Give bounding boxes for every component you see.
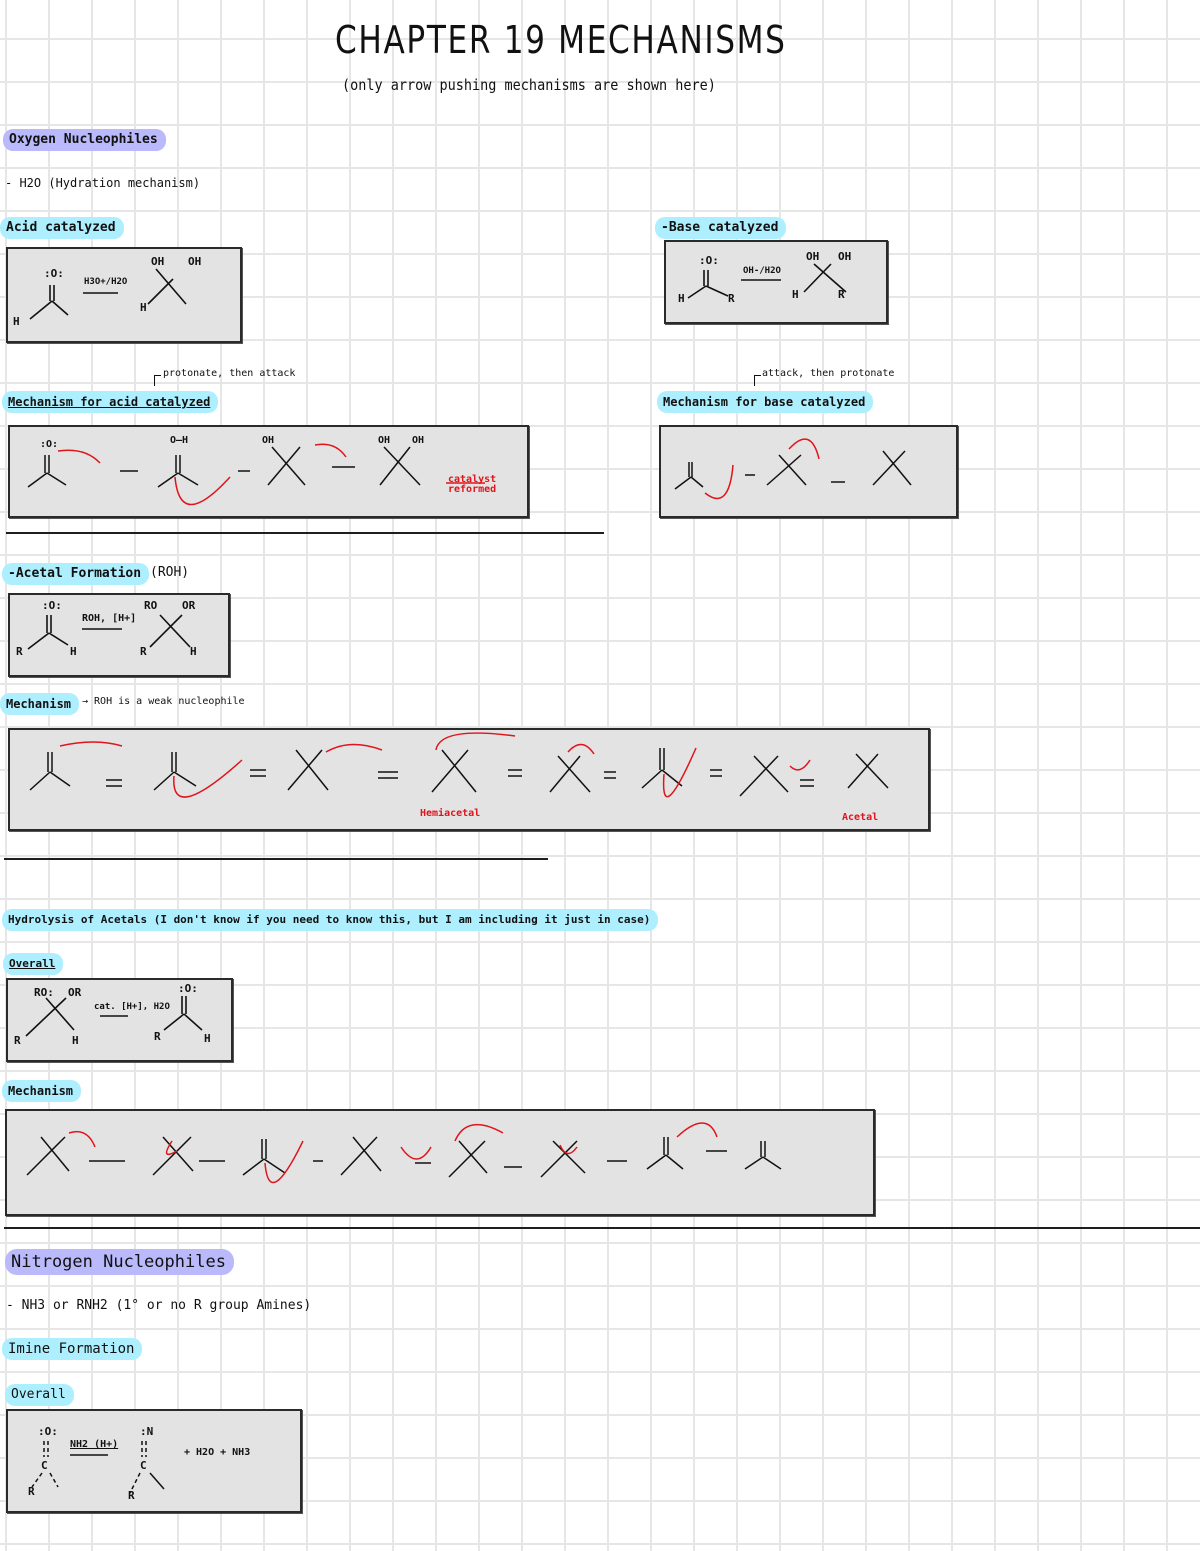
reactant-center: C: [41, 1459, 48, 1472]
amine-note: - NH3 or RNH2 (1° or no R group Amines): [6, 1298, 312, 1313]
hydrolysis-overall-box: RO: OR R H cat. [H+], H2O :O: R H: [6, 978, 233, 1062]
acid-mechanism-box: :O: O–H OH OH OH catalyst reformed: [8, 425, 529, 518]
acid-mechanism-label: Mechanism for acid catalyzed: [2, 391, 219, 413]
base-mechanism-label: Mechanism for base catalyzed: [657, 391, 874, 413]
reactant-left: H: [13, 315, 20, 328]
reactant-top: :O:: [42, 599, 62, 612]
product-top: :N: [140, 1425, 154, 1438]
imine-overall-diagram: [31, 1441, 165, 1494]
base-mechanism-diagram: [674, 438, 912, 500]
species-o: :O:: [40, 439, 59, 450]
species-oh4: OH: [412, 435, 425, 446]
acetal-mechanism-box: Hemiacetal Acetal: [8, 728, 930, 831]
product-tr: OR: [182, 599, 196, 612]
product-br: H: [190, 645, 197, 658]
reactant-tl: RO:: [34, 986, 54, 999]
imine-formation-label: Imine Formation: [2, 1338, 143, 1360]
acid-mechanism-callout: protonate, then attack: [163, 368, 296, 379]
base-catalyzed-diagram: [687, 263, 847, 299]
imine-byproducts: + H2O + NH3: [184, 1447, 251, 1458]
reactant-top: :O:: [699, 254, 719, 267]
section-heading-oxygen: Oxygen Nucleophiles: [3, 129, 166, 151]
base-catalyzed-box: :O: H R OH-/H2O OH OH H R: [664, 240, 888, 324]
reagent-label: NH2 (H+): [70, 1439, 119, 1450]
callout-connector: [754, 375, 761, 386]
reagent-label: cat. [H+], H2O: [94, 1002, 170, 1012]
reagent-label: OH-/H2O: [743, 266, 781, 276]
species-oh2: OH: [262, 435, 275, 446]
product-tl: RO: [144, 599, 158, 612]
acid-catalyzed-diagram: [29, 268, 187, 320]
hydrolysis-mechanism-diagram: [26, 1122, 782, 1184]
section-heading-nitrogen: Nitrogen Nucleophiles: [5, 1249, 234, 1275]
red-label-acetal: Acetal: [842, 812, 879, 823]
product-bl: H: [792, 288, 799, 301]
reactant-right: R: [728, 292, 735, 305]
callout-connector: [154, 375, 161, 386]
product-br: R: [838, 288, 845, 301]
species-oh: O–H: [170, 435, 189, 446]
base-mechanism-callout: attack, then protonate: [762, 368, 895, 379]
red-label-hemiacetal: Hemiacetal: [420, 808, 481, 819]
product-bl: R: [140, 645, 147, 658]
hydration-note: - H2O (Hydration mechanism): [5, 176, 201, 190]
reagent-label: ROH, [H+]: [82, 613, 137, 624]
hydrolysis-overall-diagram: [25, 996, 203, 1037]
page-subtitle: (only arrow pushing mechanisms are shown…: [342, 76, 716, 94]
acetal-side-note: (ROH): [150, 565, 190, 580]
section-divider: [4, 858, 548, 860]
product-center: C: [140, 1459, 147, 1472]
section-divider: [6, 532, 604, 534]
base-mechanism-box: [659, 425, 958, 518]
red-note-reformed: reformed: [448, 484, 497, 495]
acetal-mechanism-diagram: [29, 732, 889, 798]
reactant-right: H: [70, 645, 77, 658]
acetal-mechanism-note: → ROH is a weak nucleophile: [82, 696, 245, 707]
hydrolysis-label: Hydrolysis of Acetals (I don't know if y…: [2, 909, 659, 931]
reactant-left: R: [16, 645, 23, 658]
hydrolysis-mechanism-box: [5, 1109, 875, 1216]
imine-overall-box: :O: C R NH2 (H+) :N C R + H2O + NH3: [6, 1409, 302, 1513]
reagent-label: H3O+/H2O: [84, 277, 128, 287]
reactant-top: :O:: [44, 267, 64, 280]
reactant-tr: OR: [68, 986, 82, 999]
acetal-formation-label: -Acetal Formation: [2, 563, 150, 585]
red-note-catalyst: catalyst: [448, 474, 497, 485]
species-oh3: OH: [378, 435, 391, 446]
page-title: CHAPTER 19 MECHANISMS: [335, 18, 787, 62]
acid-catalyzed-label: Acid catalyzed: [0, 217, 124, 239]
hydrolysis-overall-label: Overall: [3, 953, 64, 975]
imine-overall-label: Overall: [5, 1384, 74, 1406]
reactant-bl: R: [14, 1034, 21, 1047]
acid-catalyzed-box: :O: H H3O+/H2O OH OH H: [6, 247, 242, 343]
product-left: R: [154, 1030, 161, 1043]
product-tl: OH: [806, 250, 820, 263]
hydrolysis-mechanism-label: Mechanism: [2, 1080, 82, 1102]
acid-mechanism-diagram: [27, 443, 485, 506]
base-catalyzed-label: -Base catalyzed: [655, 217, 787, 239]
product-right: H: [204, 1032, 211, 1045]
reactant-left: H: [678, 292, 685, 305]
product-left: R: [128, 1489, 135, 1502]
reactant-left: R: [28, 1485, 35, 1498]
section-divider: [4, 1227, 1200, 1229]
reactant-br: H: [72, 1034, 79, 1047]
acetal-overall-diagram: [27, 614, 191, 650]
reactant-top: :O:: [38, 1425, 58, 1438]
acetal-mechanism-label: Mechanism: [0, 693, 80, 715]
product-tr: OH: [188, 255, 202, 268]
product-tr: OH: [838, 250, 852, 263]
acetal-overall-box: :O: R H ROH, [H+] RO OR R H: [8, 593, 230, 677]
product-top: :O:: [178, 982, 198, 995]
product-tl: OH: [151, 255, 165, 268]
product-bl: H: [140, 301, 147, 314]
